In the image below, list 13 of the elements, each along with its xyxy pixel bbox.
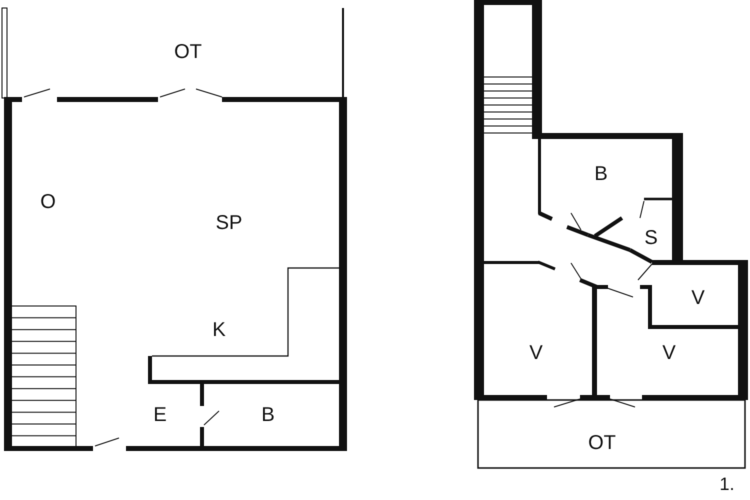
- room-label: K: [212, 320, 226, 340]
- room-label: 1.: [720, 475, 734, 493]
- room-label: SP: [216, 213, 242, 233]
- room-label: OT: [174, 42, 202, 62]
- room-label: O: [40, 192, 56, 212]
- room-label: S: [644, 228, 658, 248]
- room-label: OT: [588, 433, 616, 453]
- room-label: V: [529, 343, 543, 363]
- room-label: E: [153, 405, 167, 425]
- room-label: V: [662, 343, 676, 363]
- room-label: B: [261, 405, 275, 425]
- room-label: B: [594, 164, 608, 184]
- room-label: V: [691, 288, 705, 308]
